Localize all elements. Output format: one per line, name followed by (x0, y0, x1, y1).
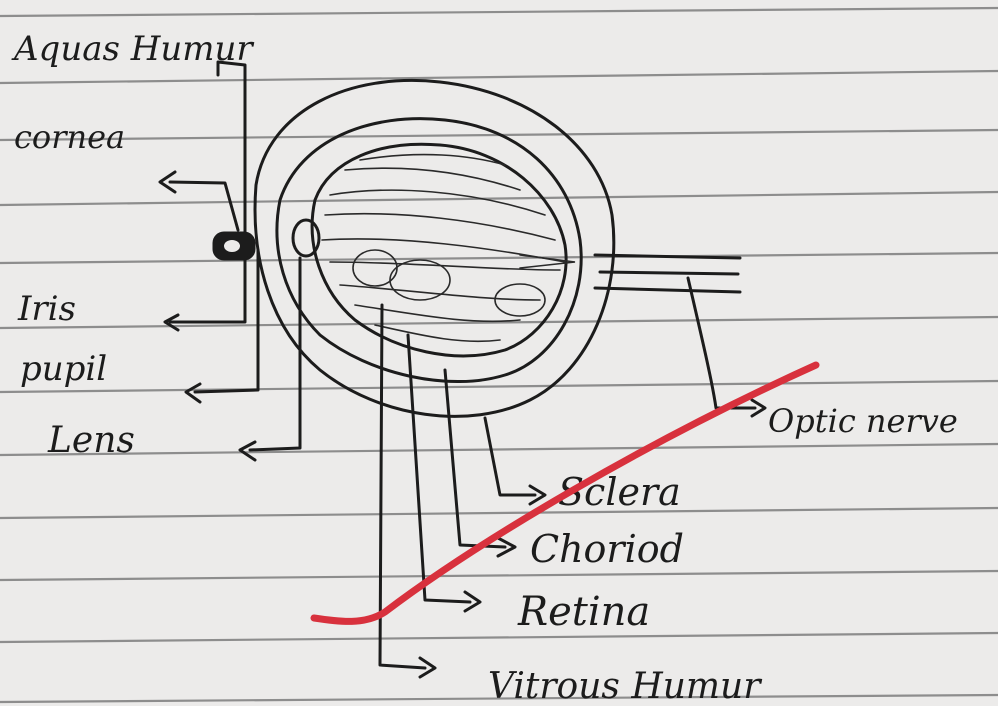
label-pupil: pupil (20, 349, 107, 389)
optic-nerve-shape (595, 255, 740, 292)
aqueous-leader (218, 62, 245, 240)
label-vitreous-humour: Vitrous Humur (488, 666, 762, 706)
vitreous-leader (380, 305, 435, 677)
label-lens: Lens (47, 420, 135, 461)
label-choroid: Choriod (530, 527, 684, 571)
lens-shape (293, 220, 319, 256)
sclera-outline (255, 80, 614, 416)
label-optic-nerve: Optic nerve (768, 402, 958, 440)
iris-leader (165, 260, 245, 330)
sclera-leader (485, 418, 545, 504)
label-retina: Retina (517, 589, 650, 635)
choroid-outline (277, 119, 581, 382)
pupil-shape (224, 240, 240, 252)
eyeball (214, 80, 740, 416)
label-iris: Iris (17, 289, 76, 329)
label-aqueous-humour: Aquas Humur (11, 29, 254, 69)
vitreous-shading (322, 155, 575, 342)
leader-lines (160, 62, 765, 677)
red-cross-out-stroke (314, 365, 816, 621)
lens-leader (240, 258, 300, 460)
ruled-lines (0, 8, 998, 702)
label-cornea: cornea (14, 118, 125, 156)
